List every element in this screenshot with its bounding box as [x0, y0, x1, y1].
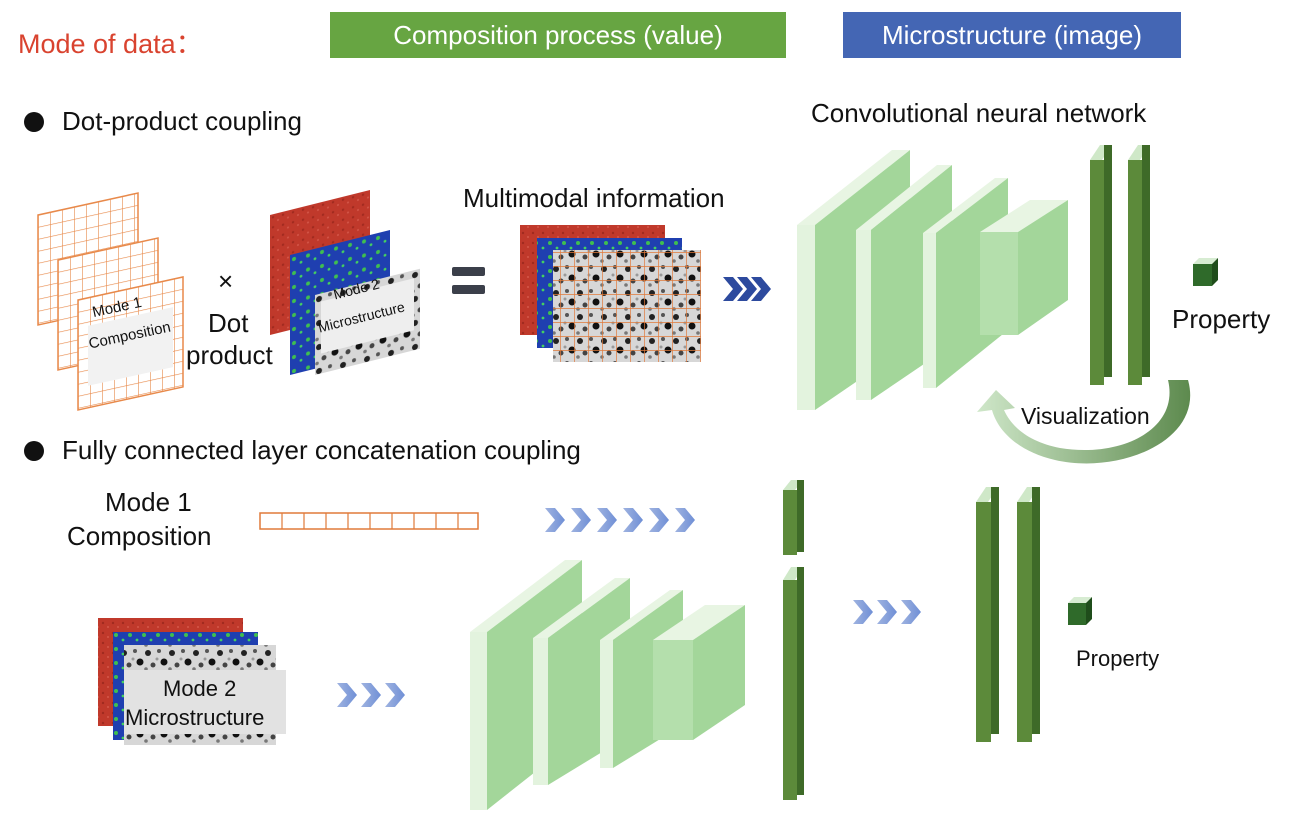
composition-vector — [259, 512, 479, 530]
bottom-microstructure-label: Microstructure — [125, 705, 265, 730]
chevron-arrows-icon — [545, 508, 695, 532]
cnn-label: Convolutional neural network — [811, 98, 1147, 128]
concatenation-title: Fully connected layer concatenation coup… — [62, 435, 581, 465]
bottom-composition-label: Composition — [67, 521, 212, 551]
chevron-arrows-icon — [853, 600, 921, 624]
fully-connected-bars-bottom — [976, 487, 1040, 742]
bottom-microstructure-stack — [98, 618, 286, 745]
chevron-arrows-icon — [723, 277, 771, 301]
fully-connected-bars-top — [1090, 145, 1150, 385]
bullet-icon — [24, 112, 44, 132]
property-cube-icon — [1193, 258, 1218, 286]
product-label: product — [186, 340, 273, 370]
property-cube-icon — [1068, 597, 1092, 625]
cnn-conv-layers-top — [797, 150, 1068, 410]
cnn-conv-layers-bottom — [470, 560, 745, 810]
bullet-icon — [24, 441, 44, 461]
dot-product-title: Dot-product coupling — [62, 106, 302, 136]
equals-icon — [452, 267, 485, 294]
concatenated-fc-bars — [783, 480, 804, 800]
visualization-arrow-icon — [977, 380, 1191, 464]
multimodal-information-label: Multimodal information — [463, 183, 725, 213]
bottom-mode2-label: Mode 2 — [163, 676, 237, 701]
property-label-bottom: Property — [1076, 646, 1160, 671]
mode2-microstructure-stack — [270, 190, 420, 375]
property-label-top: Property — [1172, 304, 1271, 334]
chevron-arrows-icon — [337, 683, 405, 707]
visualization-label: Visualization — [1021, 403, 1150, 429]
times-symbol: × — [218, 266, 234, 296]
composition-legend-box: Composition process (value) — [330, 12, 786, 58]
multimodal-stack — [520, 225, 701, 362]
mode1-composition-grids — [37, 192, 184, 411]
mode-of-data-label: Mode of data： — [18, 29, 203, 59]
bottom-mode1-label: Mode 1 — [105, 487, 192, 517]
dot-label: Dot — [208, 308, 249, 338]
microstructure-legend-box: Microstructure (image) — [843, 12, 1181, 58]
